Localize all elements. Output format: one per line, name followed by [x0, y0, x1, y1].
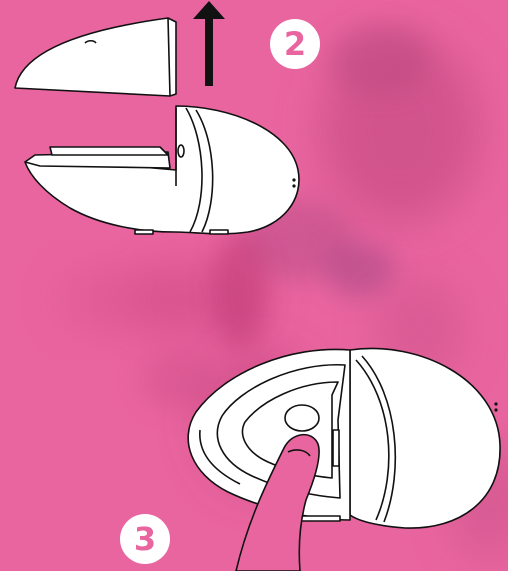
- step-3-badge: 3: [120, 514, 170, 564]
- step-2-number: 2: [284, 28, 306, 60]
- step-2-badge: 2: [270, 19, 320, 69]
- step-3-number: 3: [134, 523, 156, 555]
